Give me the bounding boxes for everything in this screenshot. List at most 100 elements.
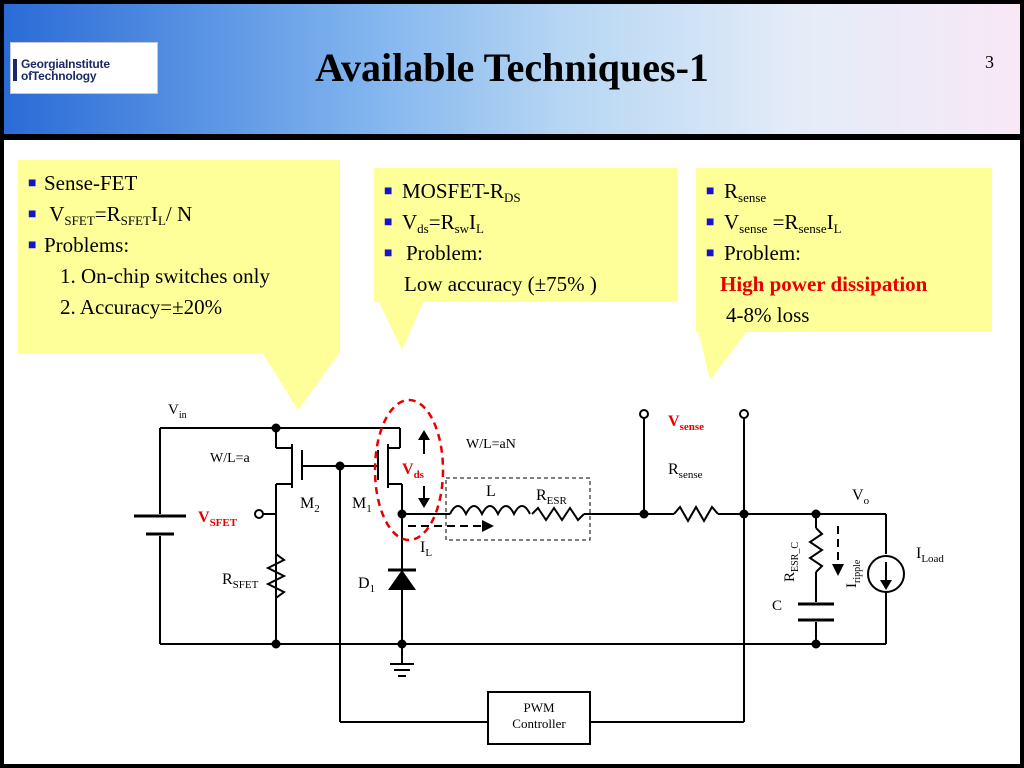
vsfet-label: VSFET bbox=[198, 509, 238, 529]
problems-label: Problems: bbox=[44, 233, 130, 257]
slide-title: Available Techniques-1 bbox=[315, 45, 709, 90]
eq-sub: sense bbox=[739, 221, 768, 236]
resr-label: RESR bbox=[536, 487, 568, 507]
eq-sub: DS bbox=[503, 190, 521, 205]
junction-dot bbox=[397, 509, 407, 519]
bullet-icon: ■ bbox=[28, 176, 37, 191]
eq-sub: SFET bbox=[120, 213, 151, 228]
loss-detail: 4-8% loss bbox=[726, 303, 810, 327]
vo-label: Vo bbox=[852, 487, 870, 507]
vds-highlight-ellipse bbox=[373, 398, 445, 542]
eq-text: I bbox=[826, 210, 834, 234]
bullet-problem: ■Problem: bbox=[696, 238, 992, 269]
junction-dots bbox=[271, 423, 821, 649]
rsfet-resistor bbox=[265, 553, 287, 599]
vin-label: Vin bbox=[168, 402, 187, 421]
resr-c-label: RESR_C bbox=[782, 542, 801, 582]
problem-1: 1. On-chip switches only bbox=[60, 264, 270, 288]
eq-text: =R bbox=[428, 210, 455, 234]
logo-line-1: GeorgiaInstitute bbox=[21, 57, 110, 71]
eq-text: / N bbox=[165, 202, 193, 226]
junction-dot bbox=[811, 509, 821, 519]
bullet-icon: ■ bbox=[28, 207, 37, 222]
inductor-l bbox=[449, 505, 531, 517]
arrow-head-icon bbox=[880, 580, 892, 590]
resr-c-resistor bbox=[808, 527, 824, 573]
problem-2: 2. Accuracy=±20% bbox=[60, 295, 223, 319]
junction-dot bbox=[271, 423, 281, 433]
vsense-terminal bbox=[739, 409, 749, 419]
bullet-problem: ■Problem: bbox=[374, 238, 678, 269]
eq-sub: SFET bbox=[64, 213, 95, 228]
wl-a-label: W/L=a bbox=[210, 451, 251, 466]
high-power-dissipation: High power dissipation bbox=[720, 272, 928, 296]
bullet-icon: ■ bbox=[28, 238, 37, 253]
sense-fet-callout: ■Sense-FET ■ VSFET=RSFETIL/ N ■ Problems:… bbox=[18, 160, 340, 354]
resr-resistor bbox=[531, 506, 585, 522]
bullet-vsfet-equation: ■ VSFET=RSFETIL/ N bbox=[18, 199, 340, 230]
rsense-resistor bbox=[673, 504, 719, 524]
eq-text: MOSFET-R bbox=[402, 179, 504, 203]
junction-dot bbox=[739, 509, 749, 519]
left-callout-pointer bbox=[262, 352, 340, 410]
eq-text: V bbox=[724, 210, 740, 234]
bullet-icon: ■ bbox=[384, 246, 393, 261]
il-label: IL bbox=[420, 539, 432, 559]
eq-text: V bbox=[402, 210, 418, 234]
bullet-mosfet-rds: ■ MOSFET-RDS bbox=[374, 176, 678, 207]
bullet-icon: ■ bbox=[384, 215, 393, 230]
page-number: 3 bbox=[985, 52, 994, 72]
buck-converter-circuit: Vin W/L=a W/L=aN VSFET M2 M1 RSFET D1 Vd… bbox=[134, 398, 944, 745]
eq-text: I bbox=[150, 202, 158, 226]
bullet-sense-fet: ■Sense-FET bbox=[18, 168, 340, 199]
controller-label: Controller bbox=[512, 716, 566, 731]
eq-sub: L bbox=[476, 221, 484, 236]
callout-pointers bbox=[262, 300, 748, 410]
eq-text: I bbox=[469, 210, 477, 234]
eq-sub: sw bbox=[454, 221, 470, 236]
bullet-icon: ■ bbox=[706, 246, 715, 261]
capacitor-label: C bbox=[772, 598, 782, 614]
wl-an-label: W/L=aN bbox=[466, 437, 516, 452]
vds-label: Vds bbox=[402, 461, 425, 481]
d1-label: D1 bbox=[358, 575, 375, 595]
iripple-label: Iripple bbox=[844, 559, 863, 588]
arrow-head-icon bbox=[418, 430, 430, 440]
inductor-box-dashed bbox=[445, 477, 591, 541]
inductor-label: L bbox=[486, 483, 496, 500]
iload-label: ILoad bbox=[916, 545, 944, 565]
bullet-problems: ■ Problems: bbox=[18, 230, 340, 261]
slide: GeorgiaInstitute ofTechnology Available … bbox=[4, 4, 1020, 764]
m1-label: M1 bbox=[352, 495, 372, 515]
bullet-icon: ■ bbox=[706, 215, 715, 230]
eq-sub: sense bbox=[738, 190, 767, 205]
eq-sub: sense bbox=[798, 221, 827, 236]
bullet-icon: ■ bbox=[706, 184, 715, 199]
right-callout-pointer bbox=[698, 330, 748, 380]
rsense-callout: ■Rsense ■Vsense =RsenseIL ■Problem: High… bbox=[696, 168, 992, 332]
eq-sub: L bbox=[833, 221, 842, 236]
bullet-rsense: ■Rsense bbox=[696, 176, 992, 207]
rsense-label: Rsense bbox=[668, 461, 703, 481]
problem-detail: Low accuracy (±75% ) bbox=[404, 272, 597, 296]
eq-sub: ds bbox=[417, 221, 429, 236]
junction-dot bbox=[271, 639, 281, 649]
arrow-head-icon bbox=[482, 520, 494, 532]
middle-callout-pointer bbox=[378, 300, 424, 350]
junction-dot bbox=[335, 461, 345, 471]
vsense-terminal bbox=[639, 409, 649, 419]
arrow-head-icon bbox=[418, 498, 430, 508]
eq-text: V bbox=[49, 202, 65, 226]
bullet-icon: ■ bbox=[384, 184, 393, 199]
logo-line-2: ofTechnology bbox=[21, 69, 97, 83]
logo-mark bbox=[13, 59, 17, 81]
m2-label: M2 bbox=[300, 495, 320, 515]
pwm-label: PWM bbox=[523, 700, 555, 715]
eq-sub: L bbox=[157, 213, 166, 228]
diode-d1 bbox=[388, 570, 416, 590]
pwm-controller-box bbox=[487, 691, 591, 745]
rsfet-label: RSFET bbox=[222, 571, 259, 591]
vsense-label: Vsense bbox=[668, 413, 704, 433]
header-divider bbox=[4, 134, 1020, 140]
eq-text: =R bbox=[767, 210, 799, 234]
